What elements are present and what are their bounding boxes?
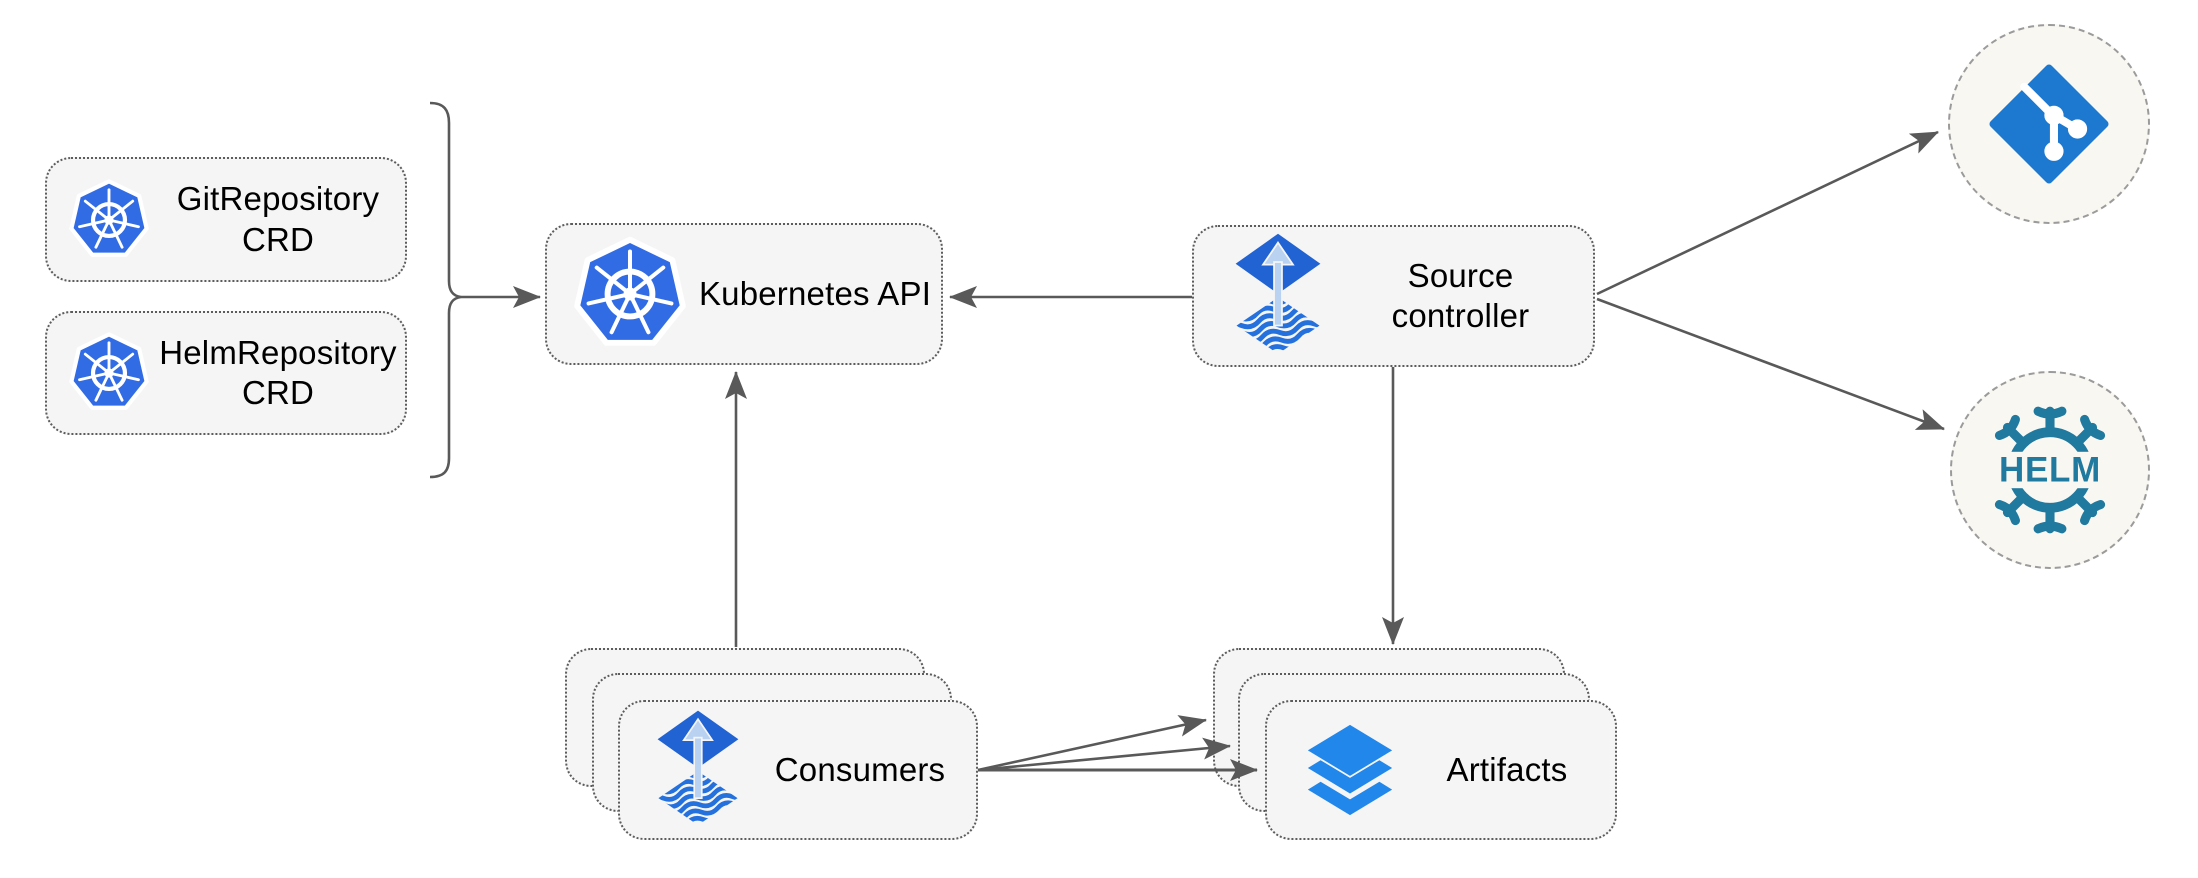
node-helm-repository: HELM (1950, 371, 2150, 569)
node-label: Consumers (774, 750, 946, 788)
git-icon (1989, 64, 2109, 184)
node-label: Artifacts (1446, 750, 1568, 788)
flux-icon (657, 710, 739, 826)
node-consumers: Consumers (618, 700, 978, 840)
edge-crds-bracket (429, 101, 462, 479)
helm-icon: HELM (1989, 406, 2111, 534)
edge-source-controller-to-helm (1596, 297, 1945, 431)
node-artifacts: Artifacts (1265, 700, 1617, 840)
node-label: HelmRepository CRD (159, 333, 397, 411)
kubernetes-icon (574, 236, 686, 346)
edge-consumers-to-artifacts-1 (977, 715, 1207, 772)
layers-icon (1307, 724, 1393, 816)
node-helmrepository-crd: HelmRepository CRD (45, 311, 407, 435)
node-gitrepository-crd: GitRepository CRD (45, 157, 407, 282)
node-git-repository (1948, 24, 2150, 224)
helm-logo-text: HELM (1999, 451, 2101, 490)
kubernetes-icon (69, 178, 149, 257)
node-label: Source controller (1391, 256, 1530, 334)
node-source-controller: Source controller (1192, 225, 1595, 367)
flux-icon (1235, 233, 1321, 354)
edge-consumers-to-artifacts-2 (977, 737, 1231, 772)
node-label: Kubernetes API (698, 274, 932, 312)
node-kubernetes-api: Kubernetes API (545, 223, 943, 365)
node-label: GitRepository CRD (176, 180, 380, 258)
kubernetes-icon (69, 332, 149, 410)
edge-source-controller-to-git (1596, 130, 1939, 296)
